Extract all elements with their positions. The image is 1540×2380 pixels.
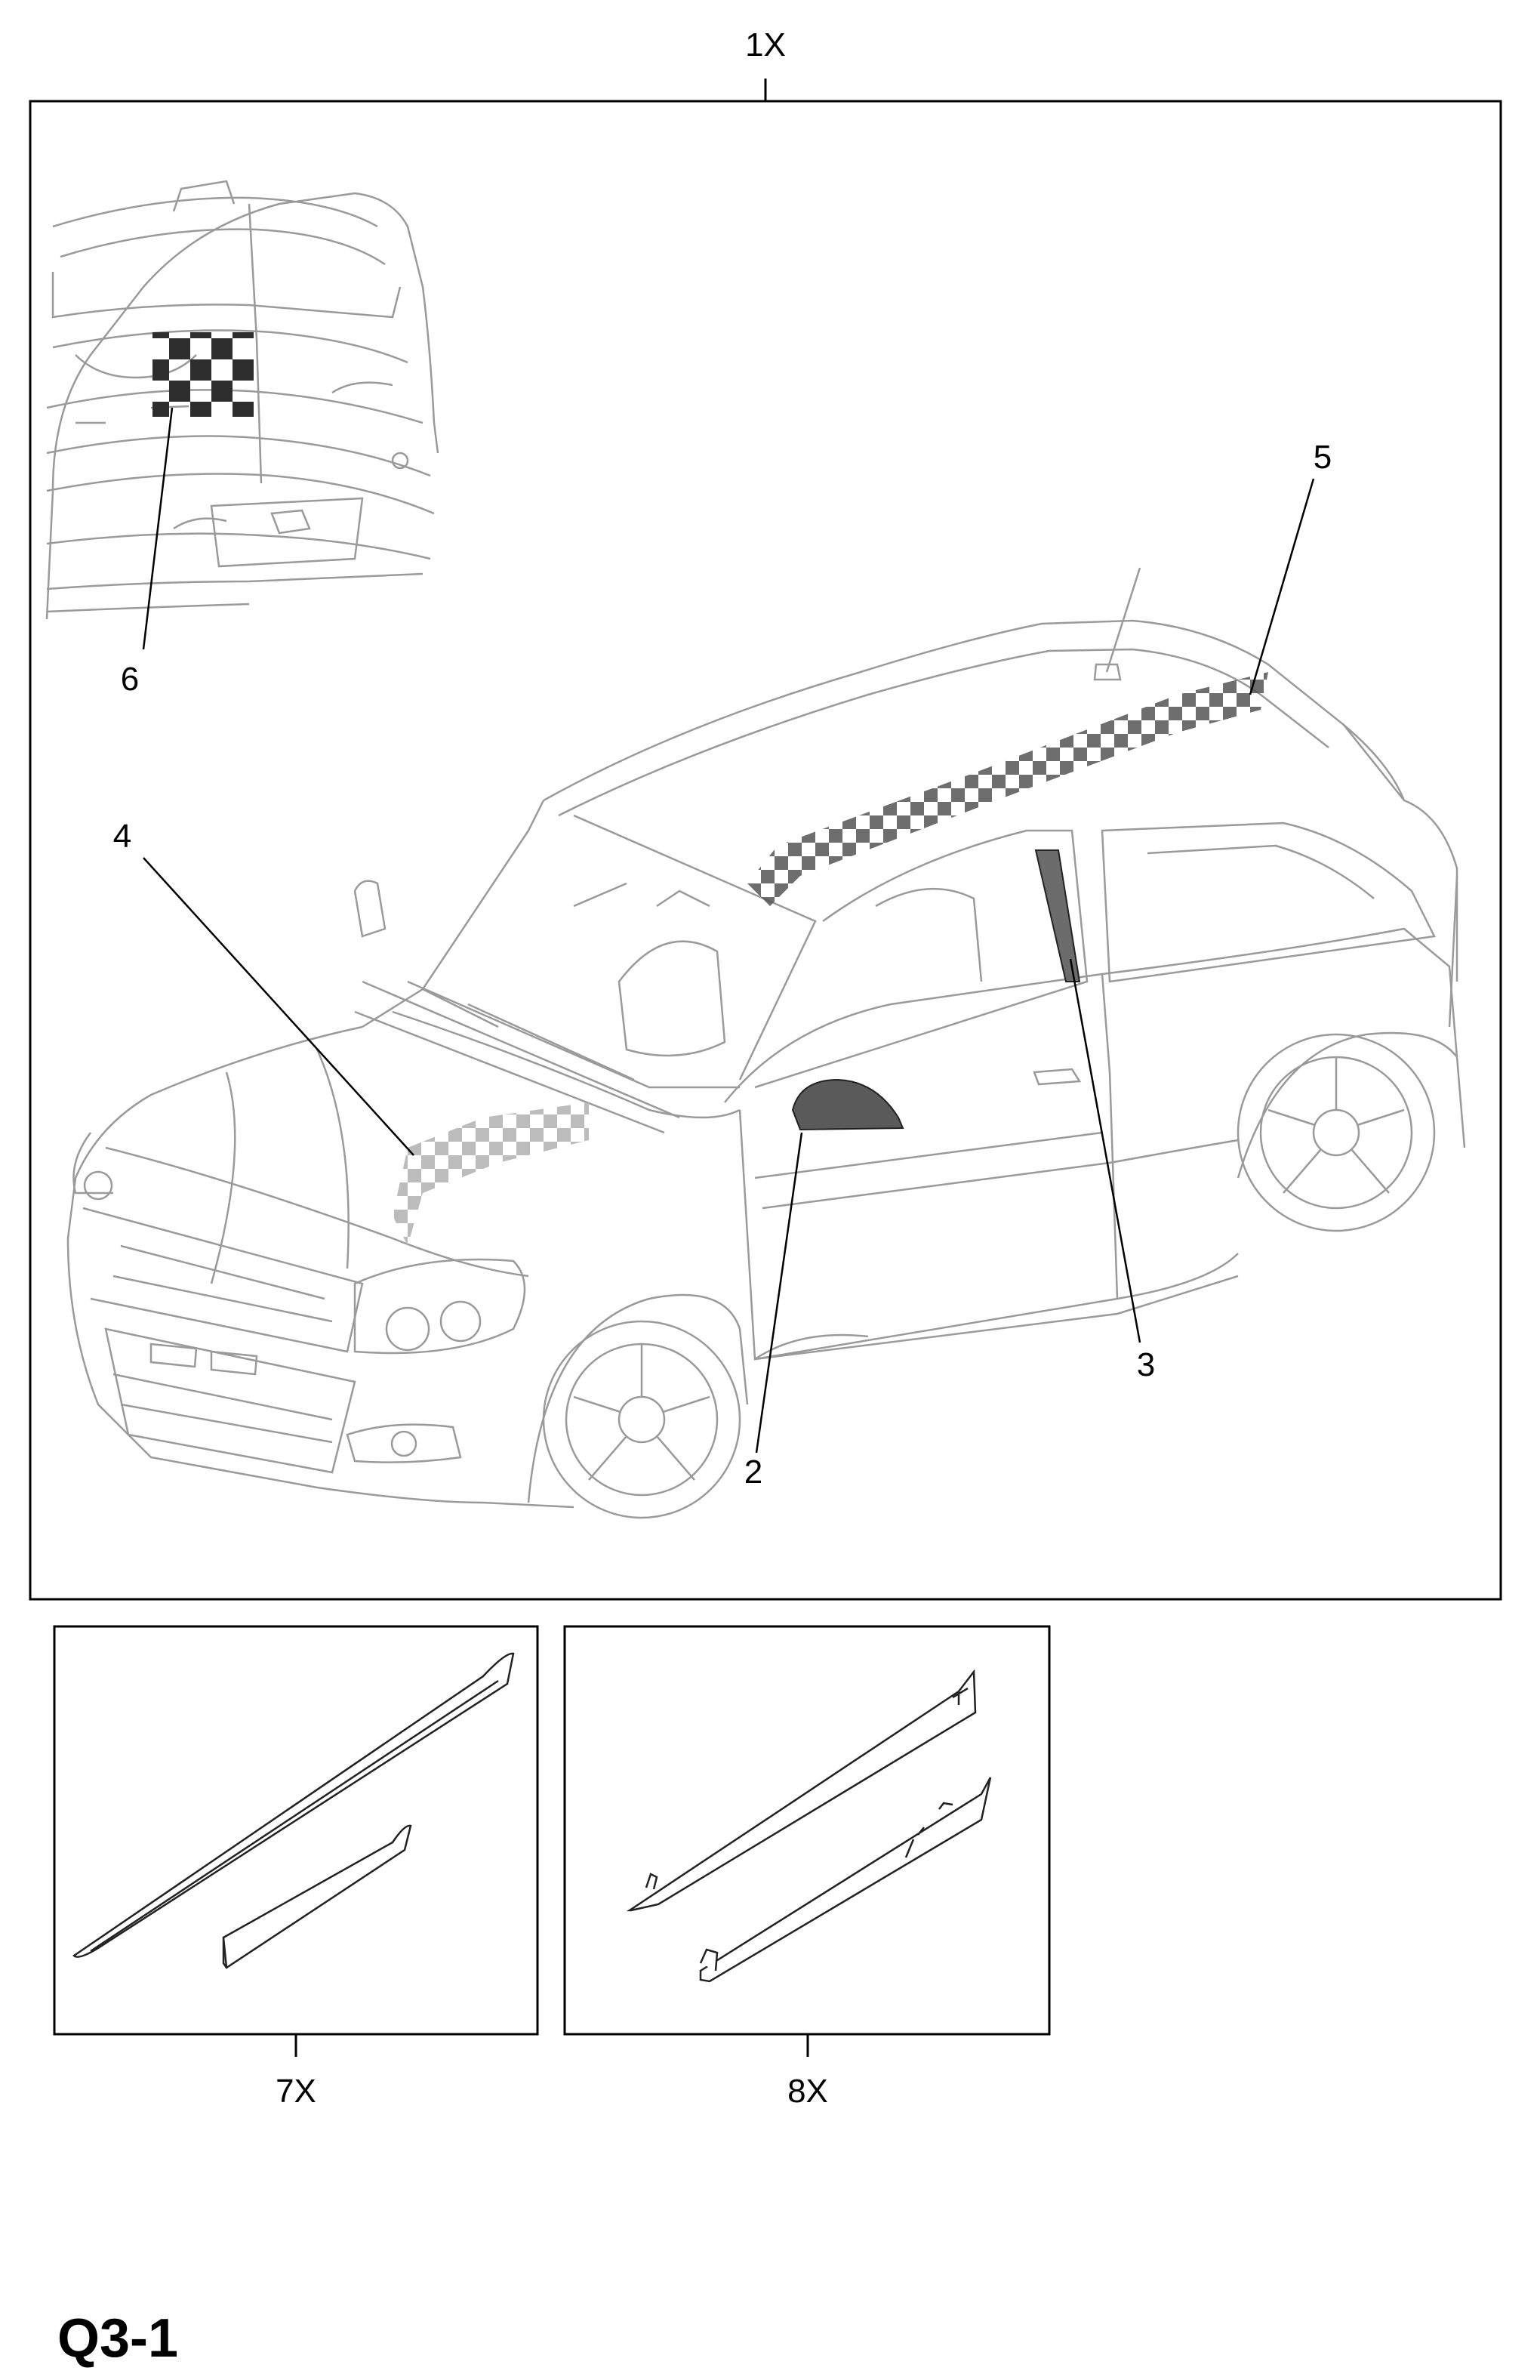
callout-tailgate-decal: 6: [120, 661, 140, 698]
roof-checker-decal: [747, 672, 1268, 906]
trim-8x-parts: [626, 1669, 992, 1983]
hood-checker-decal: [393, 1102, 589, 1246]
trim-7x-parts: [72, 1652, 515, 1969]
callout-trim-set-a: 7X: [276, 2073, 316, 2110]
callout-roof-decal: 5: [1313, 439, 1332, 476]
callout-hood-decal: 4: [112, 818, 132, 855]
leader-lines: [142, 407, 1315, 1454]
tailgate-checker-decal: [152, 332, 254, 417]
callout-kit: 1X: [745, 26, 786, 63]
car-drawing: [66, 567, 1466, 1519]
callout-mirror-cover: 2: [744, 1454, 763, 1491]
pillar-decal-part: [1034, 849, 1081, 982]
page-code: Q3-1: [57, 2308, 179, 2369]
callout-trim-set-b: 8X: [787, 2073, 828, 2110]
trim-box-8x: [563, 1625, 1051, 2036]
callout-pillar-decal: 3: [1136, 1346, 1156, 1383]
mirror-cover-part: [791, 1078, 904, 1131]
